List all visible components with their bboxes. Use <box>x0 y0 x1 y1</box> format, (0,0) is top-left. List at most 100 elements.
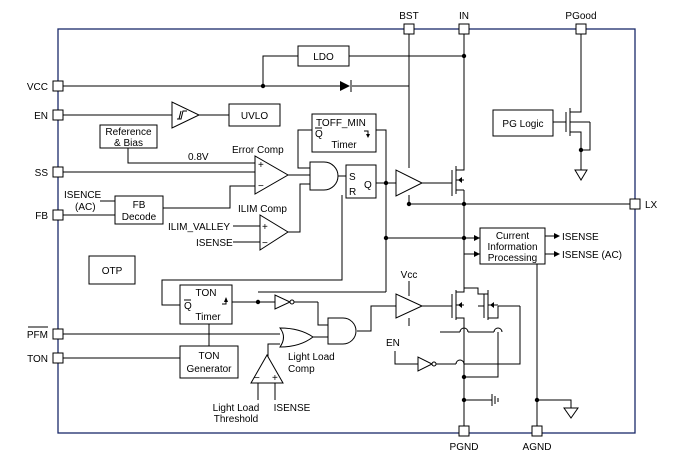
high-side-fet-icon <box>451 160 465 196</box>
or-gate <box>278 327 314 348</box>
pin-agnd: AGND <box>523 425 552 453</box>
svg-text:+: + <box>258 160 264 171</box>
svg-text:& Bias: & Bias <box>114 138 143 149</box>
isense-out-label: ISENSE <box>562 232 599 243</box>
svg-text:PGND: PGND <box>450 442 479 453</box>
pin-pgood: PGood <box>565 11 597 35</box>
light-load-comp-label-1: Light Load <box>288 352 335 363</box>
aux-fet-icon <box>464 287 520 320</box>
svg-text:PGood: PGood <box>565 11 596 22</box>
ton-timer-block: TON Q Timer <box>179 284 233 325</box>
svg-text:Decode: Decode <box>122 212 157 223</box>
sr-latch-block: S R Q <box>345 164 377 199</box>
isense-ac-out-label: ISENSE (AC) <box>562 250 622 261</box>
svg-text:FB: FB <box>133 200 146 211</box>
ilim-comparator: + − ILIM Comp <box>238 204 289 251</box>
light-load-comparator: − + Light Load Comp <box>250 352 335 384</box>
svg-text:TON: TON <box>196 288 217 299</box>
svg-text:Q: Q <box>184 301 192 312</box>
pin-en: EN <box>34 109 64 122</box>
wire-crossovers <box>440 327 503 365</box>
svg-text:Generator: Generator <box>186 364 232 375</box>
light-load-threshold-label-2: Threshold <box>214 414 258 425</box>
svg-text:TOFF_MIN: TOFF_MIN <box>316 118 366 129</box>
svg-text:VCC: VCC <box>27 82 48 93</box>
svg-text:Timer: Timer <box>331 140 357 151</box>
v08-label: 0.8V <box>188 152 209 163</box>
pin-ton: TON <box>27 352 64 365</box>
isense-bottom-label: ISENSE <box>274 403 311 414</box>
svg-text:+: + <box>262 222 268 233</box>
svg-text:LX: LX <box>645 200 658 211</box>
arrow-icon <box>474 235 480 241</box>
pgnd-ground-icon <box>491 394 499 406</box>
pin-fb: FB <box>35 209 64 222</box>
svg-text:EN: EN <box>34 111 48 122</box>
otp-block: OTP <box>88 255 136 285</box>
isense-ilim-label: ISENSE <box>196 238 233 249</box>
error-comp-label: Error Comp <box>232 145 284 156</box>
svg-text:−: − <box>258 181 264 192</box>
svg-text:FB: FB <box>35 211 48 222</box>
pin-pgnd: PGND <box>450 425 479 453</box>
inverter-buffer <box>274 294 295 310</box>
and-gate-1 <box>309 161 339 191</box>
pin-vcc: VCC <box>27 80 64 93</box>
isence-ac-label-2: (AC) <box>75 202 96 213</box>
vcc-rail-label: Vcc <box>401 270 418 281</box>
en-buffer <box>417 356 437 372</box>
svg-text:Timer: Timer <box>195 312 221 323</box>
ilim-comp-label: ILIM Comp <box>238 204 287 215</box>
and-gate-2 <box>327 317 357 345</box>
light-load-threshold-label-1: Light Load <box>213 403 260 414</box>
junction-dots <box>255 53 584 403</box>
uvlo-block: UVLO <box>228 103 281 127</box>
low-side-fet-icon <box>451 288 465 320</box>
ilim-valley-label: ILIM_VALLEY <box>168 222 230 233</box>
svg-text:−: − <box>254 373 260 384</box>
current-info-processing-block: Current Information Processing <box>479 227 546 265</box>
low-side-driver <box>395 293 424 319</box>
diode-icon <box>340 80 352 92</box>
pgood-fet-icon <box>565 107 591 151</box>
svg-text:AGND: AGND <box>523 442 552 453</box>
svg-text:−: − <box>262 238 268 249</box>
svg-text:+: + <box>272 373 278 384</box>
chip-outline <box>57 28 636 434</box>
isence-ac-label-1: ISENCE <box>64 190 102 201</box>
pin-pfm: PFM <box>27 326 64 341</box>
svg-text:S: S <box>349 172 356 183</box>
svg-text:R: R <box>349 187 356 198</box>
reference-bias-block: Reference & Bias <box>99 124 158 149</box>
pgood-ground-icon <box>574 169 588 181</box>
pg-logic-block: PG Logic <box>492 109 554 137</box>
arrow-icon <box>474 251 480 257</box>
schmitt-buffer-icon <box>171 101 201 129</box>
arrow-icon <box>554 251 560 257</box>
svg-text:SS: SS <box>35 168 49 179</box>
svg-text:TON: TON <box>199 351 220 362</box>
svg-text:PG Logic: PG Logic <box>502 119 543 130</box>
light-load-comp-label-2: Comp <box>288 364 315 375</box>
pin-in: IN <box>458 11 470 35</box>
pin-bst: BST <box>399 11 419 35</box>
ldo-block: LDO <box>297 45 350 67</box>
toff-min-timer-block: TOFF_MIN Q Timer <box>311 113 377 153</box>
fb-decode-block: FB Decode <box>114 195 164 225</box>
high-side-driver <box>395 169 424 197</box>
svg-text:TON: TON <box>27 354 48 365</box>
pin-lx: LX <box>629 198 658 211</box>
svg-text:BST: BST <box>399 11 418 22</box>
agnd-ground-icon <box>563 407 579 419</box>
arrow-icon <box>554 233 560 239</box>
svg-text:LDO: LDO <box>313 52 334 63</box>
en-inner-label: EN <box>386 338 400 349</box>
svg-text:Q: Q <box>364 180 372 191</box>
svg-text:Q: Q <box>315 129 323 140</box>
svg-text:IN: IN <box>459 11 469 22</box>
svg-text:Information: Information <box>487 242 537 253</box>
svg-text:Processing: Processing <box>488 253 537 264</box>
svg-text:Reference: Reference <box>105 127 152 138</box>
svg-text:Current: Current <box>496 231 530 242</box>
